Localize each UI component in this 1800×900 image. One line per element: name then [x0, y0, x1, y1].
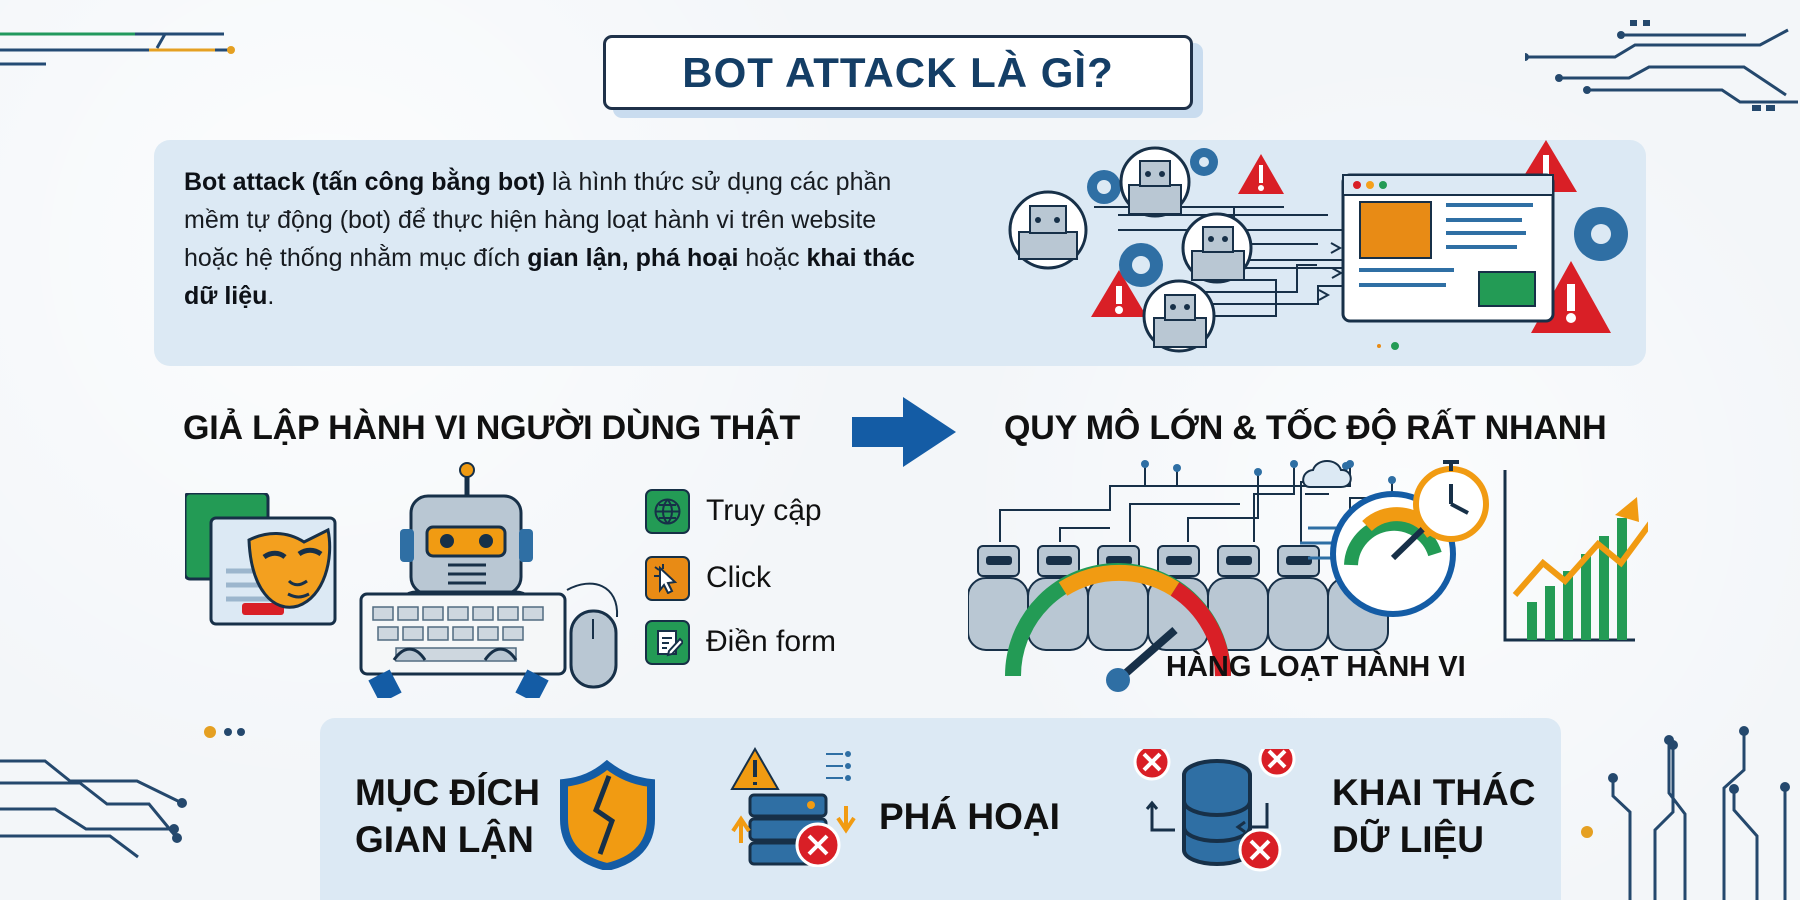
definition-highlight-fraud-sabotage: gian lận, phá hoại [527, 244, 739, 272]
robot-typing-illustration [359, 462, 619, 698]
mask-profile-card-icon [185, 493, 337, 626]
user-action-list: Truy cập Click Điền form [645, 487, 895, 665]
definition-body-1: là hình thức sử dụng các phần mềm tự độn… [184, 168, 892, 272]
definition-highlight-data: khai thác dữ liệu [184, 244, 915, 310]
intro-panel: Bot attack (tấn công bằng bot) là hình t… [154, 140, 1646, 366]
bots-attacking-website-illustration [1008, 140, 1628, 353]
purpose-panel: MỤC ĐÍCH GIAN LẬN PHÁ HOẠI [320, 718, 1561, 900]
purpose-data-exploitation: KHAI THÁC DỮ LIỆU [1132, 747, 1542, 872]
simulation-heading: GIẢ LẬP HÀNH VI NGƯỜI DÙNG THẬT [183, 409, 801, 447]
scale-caption: HÀNG LOẠT HÀNH VI [1166, 651, 1466, 683]
action-visit-label: Truy cập [706, 494, 822, 527]
purpose-sabotage-label: PHÁ HOẠI [879, 796, 1060, 837]
page-title-card: BOT ATTACK LÀ GÌ? [603, 35, 1193, 110]
purpose-fraud: MỤC ĐÍCH GIAN LẬN [355, 747, 655, 870]
database-error-icon [1133, 749, 1296, 872]
purpose-data-exploitation-label: KHAI THÁC DỮ LIỆU [1332, 769, 1542, 863]
server-warning-icon [730, 747, 856, 867]
scale-heading: QUY MÔ LỚN & TỐC ĐỘ RẤT NHANH [1004, 409, 1607, 447]
globe-icon [645, 488, 690, 534]
bottom-right-circuit-decoration [1581, 726, 1790, 900]
bottom-left-circuit-decoration [0, 726, 245, 859]
broken-shield-icon [560, 760, 655, 870]
definition-body-3: . [267, 282, 275, 310]
action-click-label: Click [706, 561, 771, 594]
action-click: Click [645, 554, 895, 602]
purpose-fraud-line-2: GIAN LẬN [355, 819, 534, 860]
purpose-data-exploitation-line-2: DỮ LIỆU [1332, 819, 1484, 860]
form-edit-icon [645, 619, 690, 665]
page-title: BOT ATTACK LÀ GÌ? [682, 48, 1114, 96]
top-left-circuit-decoration [0, 20, 250, 110]
large-scale-bots-illustration [968, 460, 1648, 692]
top-right-circuit-decoration [1525, 20, 1798, 111]
action-fill-form: Điền form [645, 618, 895, 666]
purpose-fraud-line-1: MỤC ĐÍCH [355, 772, 540, 813]
action-visit: Truy cập [645, 487, 895, 535]
definition-body-2: hoặc [738, 244, 807, 272]
definition-lead: Bot attack (tấn công bằng bot) [184, 168, 546, 196]
cursor-click-icon [645, 555, 690, 601]
purpose-data-exploitation-line-1: KHAI THÁC [1332, 772, 1536, 813]
purpose-fraud-label: MỤC ĐÍCH GIAN LẬN [355, 769, 545, 863]
action-fill-form-label: Điền form [706, 625, 837, 658]
right-arrow-icon [852, 397, 956, 467]
purpose-sabotage: PHÁ HOẠI [725, 747, 1085, 867]
bot-attack-definition: Bot attack (tấn công bằng bot) là hình t… [184, 163, 919, 315]
